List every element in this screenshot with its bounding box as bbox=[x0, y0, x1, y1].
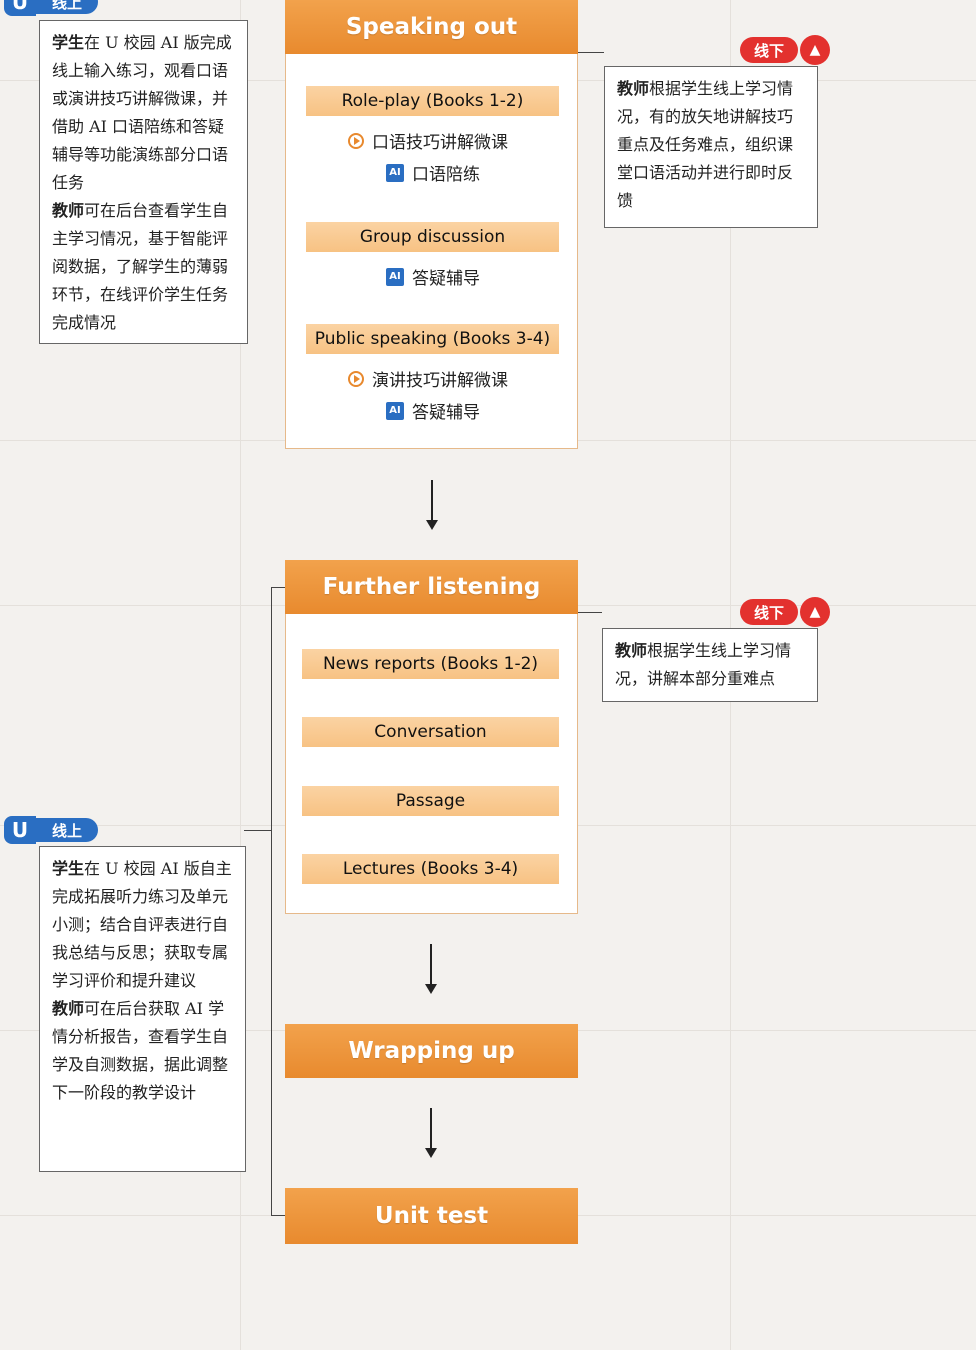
passage-label: Passage bbox=[395, 791, 466, 811]
connector-line bbox=[576, 52, 604, 53]
teacher-text: 可在后台查看学生自主学习情况，基于智能评阅数据，了解学生的薄弱环节，在线评价学生… bbox=[52, 201, 229, 332]
qa-label: 答疑辅导 bbox=[412, 403, 480, 423]
micro-lesson-label: 口语技巧讲解微课 bbox=[372, 133, 508, 153]
wrapping-up-header: Wrapping up bbox=[285, 1024, 578, 1078]
role-play-label: Role-play (Books 1-2) bbox=[341, 91, 524, 111]
role-play-bar: Role-play (Books 1-2) bbox=[306, 86, 559, 116]
passage-bar: Passage bbox=[302, 786, 559, 816]
lectures-bar: Lectures (Books 3-4) bbox=[302, 854, 559, 884]
unit-test-header: Unit test bbox=[285, 1188, 578, 1244]
student-label: 学生 bbox=[52, 859, 85, 878]
offline-note-1: 教师根据学生线上学习情况，有的放矢地讲解技巧重点及任务难点，组织课堂口语活动并进… bbox=[604, 66, 818, 228]
further-listening-body: News reports (Books 1-2) Conversation Pa… bbox=[285, 614, 578, 914]
news-reports-label: News reports (Books 1-2) bbox=[322, 654, 539, 674]
group-discussion-bar: Group discussion bbox=[306, 222, 559, 252]
qa-item: AI 答疑辅导 bbox=[386, 264, 480, 289]
speaking-out-body: Role-play (Books 1-2) 口语技巧讲解微课 AI 口语陪练 G… bbox=[285, 54, 578, 449]
online-note-2: 学生在 U 校园 AI 版自主完成拓展听力练习及单元小测；结合自评表进行自我总结… bbox=[39, 846, 246, 1172]
teacher-text: 可在后台获取 AI 学情分析报告，查看学生自学及自测数据，据此调整下一阶段的教学… bbox=[52, 999, 229, 1102]
online-tag-label: 线上 bbox=[36, 818, 99, 842]
student-label: 学生 bbox=[52, 33, 85, 52]
public-speaking-label: Public speaking (Books 3-4) bbox=[314, 329, 551, 349]
classroom-icon: ▲ bbox=[800, 35, 831, 65]
connector-line bbox=[271, 1215, 285, 1216]
teacher-label: 教师 bbox=[52, 201, 85, 220]
classroom-icon: ▲ bbox=[800, 597, 831, 627]
teacher-label: 教师 bbox=[617, 79, 650, 98]
public-speaking-bar: Public speaking (Books 3-4) bbox=[306, 324, 559, 354]
offline-note-2: 教师根据学生线上学习情况，讲解本部分重难点 bbox=[602, 628, 818, 702]
down-arrow-icon bbox=[425, 944, 437, 994]
online-tag-label: 线上 bbox=[36, 0, 99, 14]
teacher-label: 教师 bbox=[615, 641, 648, 660]
teacher-text: 根据学生线上学习情况，有的放矢地讲解技巧重点及任务难点，组织课堂口语活动并进行即… bbox=[617, 79, 794, 210]
down-arrow-icon bbox=[425, 1108, 437, 1158]
connector-line bbox=[271, 587, 285, 588]
unit-test-title: Unit test bbox=[374, 1203, 489, 1229]
conversation-label: Conversation bbox=[374, 722, 487, 742]
qa-item: AI 答疑辅导 bbox=[386, 398, 480, 423]
offline-tag-label: 线下 bbox=[740, 599, 799, 625]
connector-line bbox=[576, 612, 602, 613]
ai-icon: AI bbox=[386, 401, 404, 420]
lectures-label: Lectures (Books 3-4) bbox=[342, 859, 519, 879]
speech-lesson-label: 演讲技巧讲解微课 bbox=[372, 371, 508, 391]
ai-practice-item: AI 口语陪练 bbox=[386, 160, 480, 185]
online-tag: U 线上 bbox=[4, 816, 99, 844]
u-campus-icon: U bbox=[4, 816, 36, 844]
speaking-out-title: Speaking out bbox=[345, 14, 518, 40]
ai-icon: AI bbox=[386, 163, 404, 182]
further-listening-title: Further listening bbox=[322, 574, 541, 600]
qa-label: 答疑辅导 bbox=[412, 269, 480, 289]
offline-tag: 线下 ▲ bbox=[740, 597, 831, 627]
student-text: 在 U 校园 AI 版完成线上输入练习，观看口语或演讲技巧讲解微课，并借助 AI… bbox=[52, 33, 232, 192]
wrapping-up-title: Wrapping up bbox=[348, 1038, 515, 1064]
teacher-text: 根据学生线上学习情况，讲解本部分重难点 bbox=[615, 641, 792, 688]
online-note-1: 学生在 U 校园 AI 版完成线上输入练习，观看口语或演讲技巧讲解微课，并借助 … bbox=[39, 20, 248, 344]
speech-lesson-item: 演讲技巧讲解微课 bbox=[348, 366, 508, 391]
online-tag: U 线上 bbox=[4, 0, 99, 16]
conversation-bar: Conversation bbox=[302, 717, 559, 747]
news-reports-bar: News reports (Books 1-2) bbox=[302, 649, 559, 679]
further-listening-header: Further listening bbox=[285, 560, 578, 614]
ai-practice-label: 口语陪练 bbox=[412, 165, 480, 185]
group-discussion-label: Group discussion bbox=[359, 227, 506, 247]
u-campus-icon: U bbox=[4, 0, 36, 16]
connector-line bbox=[271, 587, 272, 1215]
teacher-label: 教师 bbox=[52, 999, 85, 1018]
play-circle-icon bbox=[348, 370, 364, 387]
down-arrow-icon bbox=[426, 480, 438, 530]
micro-lesson-item: 口语技巧讲解微课 bbox=[348, 128, 508, 153]
connector-line bbox=[244, 830, 272, 831]
speaking-out-header: Speaking out bbox=[285, 0, 578, 54]
ai-icon: AI bbox=[386, 267, 404, 286]
offline-tag: 线下 ▲ bbox=[740, 35, 831, 65]
play-circle-icon bbox=[348, 132, 364, 149]
student-text: 在 U 校园 AI 版自主完成拓展听力练习及单元小测；结合自评表进行自我总结与反… bbox=[52, 859, 232, 990]
offline-tag-label: 线下 bbox=[740, 37, 799, 63]
